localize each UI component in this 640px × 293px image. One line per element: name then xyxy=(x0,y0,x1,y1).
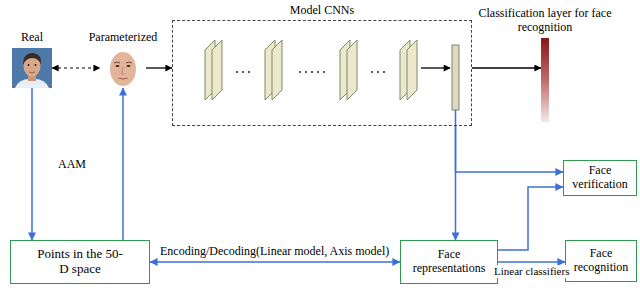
conv-layer xyxy=(347,40,357,100)
output-box: Face recognition xyxy=(565,240,637,282)
node-heading: Model CNNs xyxy=(290,4,354,18)
dot xyxy=(242,71,244,73)
connector xyxy=(122,88,124,240)
node-label: Face recognition xyxy=(566,247,636,275)
face-photo: Real xyxy=(12,48,52,88)
dot xyxy=(377,71,379,73)
parameterized-face xyxy=(100,48,146,88)
node-heading: Classification layer for face recognitio… xyxy=(470,7,620,35)
dot xyxy=(323,71,325,73)
node-label: Points in the 50-D space xyxy=(35,247,125,277)
node-heading: Real xyxy=(21,31,43,45)
photo-background xyxy=(100,48,146,88)
feature-wire xyxy=(455,110,457,126)
photo-background xyxy=(12,48,52,88)
dot xyxy=(311,71,313,73)
cnn-layers xyxy=(205,40,459,110)
connector xyxy=(456,126,564,172)
face-photo: Parameterized xyxy=(100,48,146,88)
conv-layer xyxy=(407,40,417,100)
dot xyxy=(305,71,307,73)
layer-arrow xyxy=(421,67,450,68)
model-region: Model CNNs xyxy=(172,20,472,126)
conv-layer xyxy=(272,40,282,100)
eye xyxy=(127,65,131,67)
node-label: Face verification xyxy=(564,164,636,192)
conv-layer xyxy=(212,40,222,100)
connector xyxy=(150,261,400,263)
connector xyxy=(472,67,541,68)
edge-label: Encoding/Decoding(Linear model, Axis mod… xyxy=(158,245,391,259)
output-box: Face verification xyxy=(563,160,637,196)
process-box: Points in the 50-D space xyxy=(10,240,150,284)
nose xyxy=(122,67,125,74)
face xyxy=(110,52,136,86)
classification-layer: Classification layer for face recognitio… xyxy=(541,38,549,122)
mouth xyxy=(119,78,128,79)
dot xyxy=(317,71,319,73)
connector xyxy=(52,67,100,68)
mouth xyxy=(29,72,35,74)
edge-label: Linear classifiers xyxy=(492,265,571,278)
hair xyxy=(23,53,41,65)
eye xyxy=(28,64,30,66)
connector xyxy=(146,67,172,68)
eye xyxy=(35,64,37,66)
eye xyxy=(116,65,120,67)
eyebrows xyxy=(114,62,132,63)
feature-layer xyxy=(452,45,459,110)
connector xyxy=(498,187,563,250)
dot xyxy=(236,71,238,73)
dot xyxy=(371,71,373,73)
dot xyxy=(383,71,385,73)
process-label: AAM xyxy=(56,158,88,172)
node-heading: Parameterized xyxy=(89,31,158,45)
dot xyxy=(299,71,301,73)
classification-bar xyxy=(541,38,549,122)
connector xyxy=(31,88,33,240)
real-face-photo xyxy=(12,48,52,88)
ellipsis-dots xyxy=(236,71,385,73)
connector xyxy=(498,261,565,263)
process-box: Face representations xyxy=(400,240,498,284)
node-label: Face representations xyxy=(401,248,497,276)
dot xyxy=(248,71,250,73)
